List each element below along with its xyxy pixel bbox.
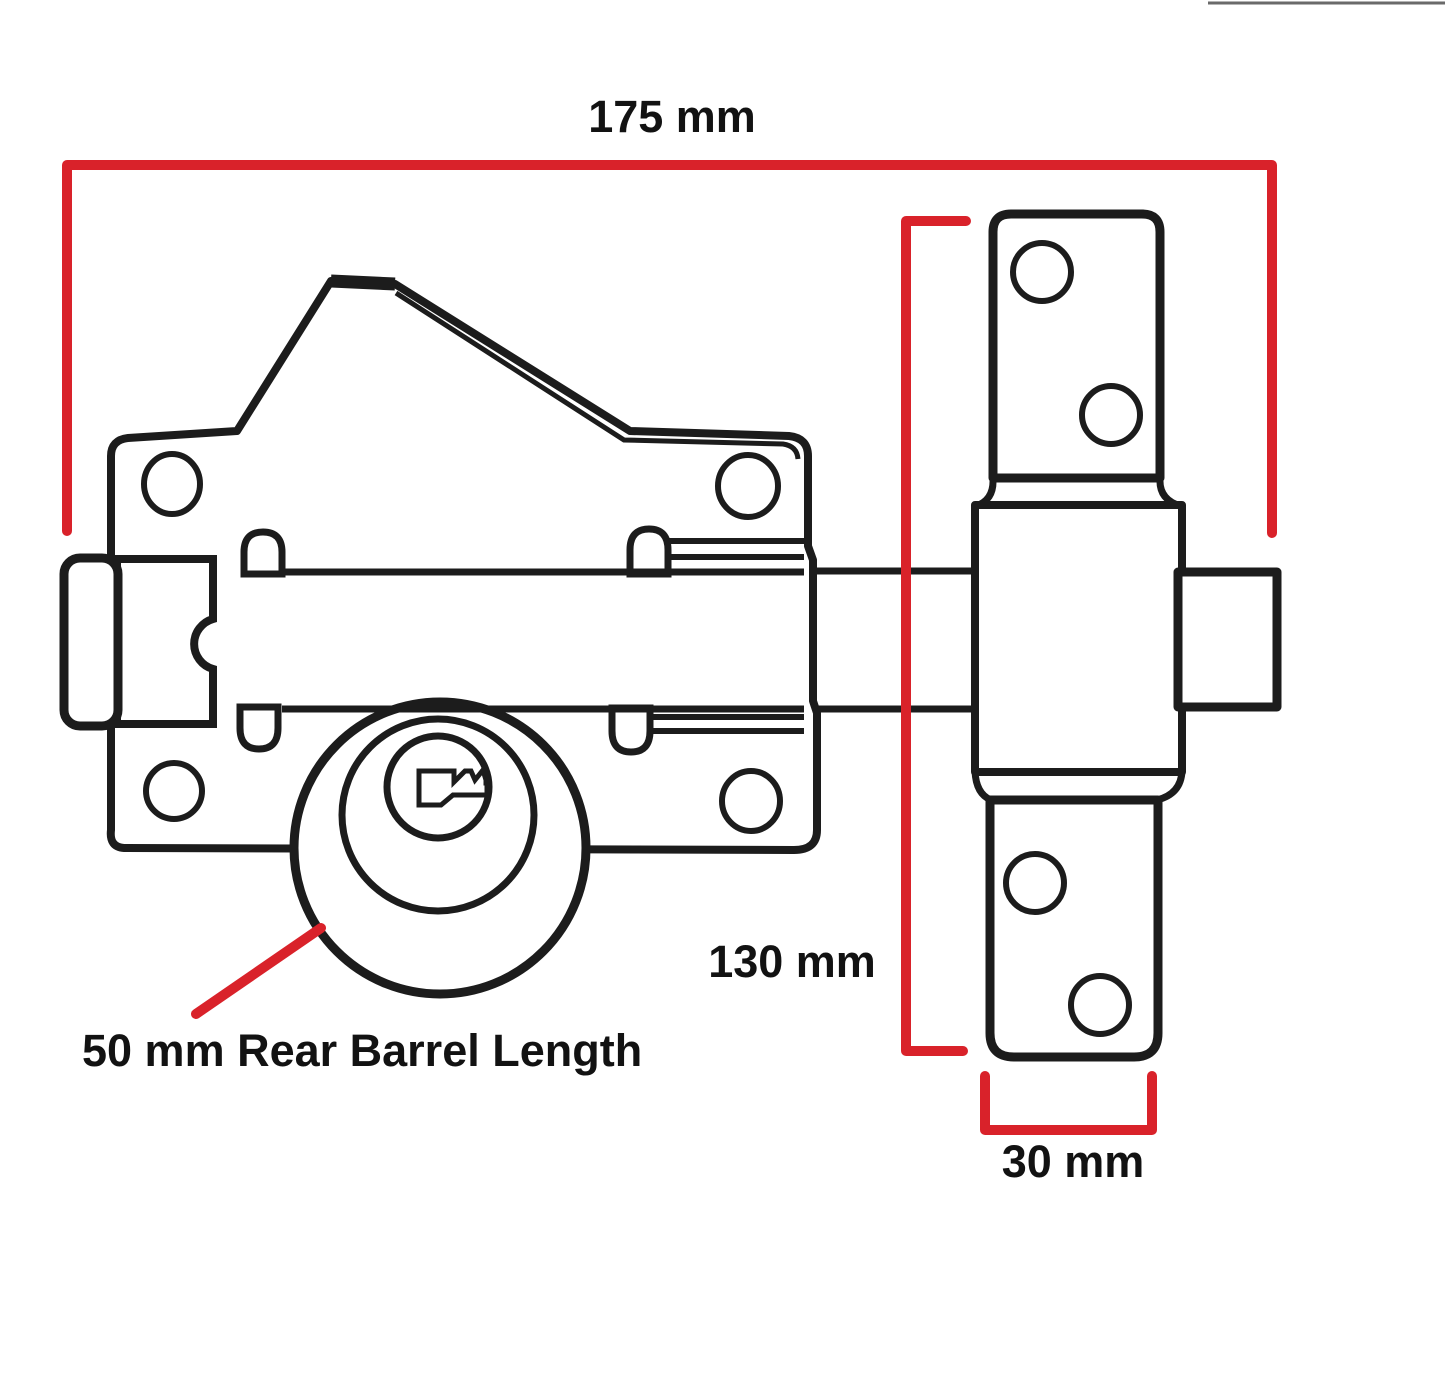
keep-hole-bottom-1 — [1003, 851, 1067, 915]
keep-lower-curve-left — [971, 770, 993, 804]
bolt-guide-clip-bottom-right — [608, 704, 654, 756]
screw-hole-top-left — [141, 451, 203, 517]
plate-inner-fold-line — [394, 290, 801, 460]
lock-body-group — [59, 274, 973, 999]
screw-hole-top-right — [715, 452, 781, 520]
keep-hole-bottom-2 — [1068, 973, 1132, 1037]
keep-bottom-tab — [985, 795, 1163, 1062]
barrel-middle-circle — [338, 715, 538, 915]
keep-hole-top-1 — [1010, 240, 1074, 304]
keep-hole-top-2 — [1079, 383, 1143, 447]
keep-top-tab — [988, 209, 1165, 483]
dimension-bracket-overall-width — [62, 160, 1277, 538]
barrel-leader-line — [191, 923, 326, 1019]
bolt-slider-block — [113, 555, 217, 728]
keep-plate-group — [971, 209, 1282, 1062]
bolt-head — [59, 553, 123, 731]
keep-lower-curve-right — [1156, 770, 1186, 804]
overall-width-label: 175 mm — [588, 91, 756, 142]
plate-apex-edge — [330, 274, 396, 291]
height-label: 130 mm — [708, 936, 876, 987]
barrel-outer-circle — [289, 697, 591, 999]
keep-flange — [971, 501, 1186, 776]
bolt-guide-clip-bottom-left — [236, 703, 282, 753]
keep-neck-curve-left — [974, 478, 997, 510]
keep-neck-curve-right — [1156, 478, 1183, 510]
dimension-bracket-height — [901, 216, 971, 1056]
bolt-guide-clip-top-left — [240, 528, 286, 578]
keep-width-label: 30 mm — [1002, 1136, 1145, 1187]
screw-hole-bottom-right — [719, 768, 783, 834]
rear-barrel-length-label: 50 mm Rear Barrel Length — [82, 1025, 642, 1076]
dimension-bracket-keep-width — [980, 1071, 1157, 1135]
dimension-marks-group — [62, 160, 1277, 1135]
key-icon — [416, 764, 490, 808]
screw-hole-bottom-left — [143, 760, 205, 822]
bolt-guide-clip-top-right — [626, 525, 672, 578]
bolt-tip — [1173, 567, 1282, 712]
